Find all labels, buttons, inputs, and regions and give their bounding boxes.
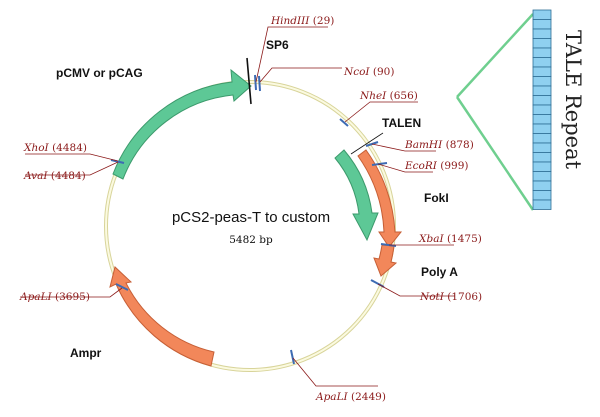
site-label-hindiii: HindIII (29) (270, 15, 334, 27)
tale-repeat-unit (532, 142, 552, 153)
tale-repeat-unit (532, 123, 552, 134)
site-label-avai: AvaI (4484) (23, 170, 86, 182)
tick-apali-l (115, 283, 129, 291)
ampr-arrow (109, 266, 215, 367)
polya-arrow (373, 244, 398, 277)
tick-ecori (371, 162, 388, 166)
tale-repeat-label: TALE Repeat (561, 30, 585, 170)
site-leaders (20, 26, 455, 387)
tale-repeat-unit (532, 47, 552, 58)
feature-label-foki: FokI (424, 191, 449, 205)
tale-repeat-unit (532, 85, 552, 96)
talen-arrow (334, 149, 379, 242)
tick-xhoi (110, 159, 125, 164)
tale-repeat-unit (532, 104, 552, 115)
tick-hindiii (254, 74, 257, 91)
tale-repeat-unit (532, 9, 552, 20)
tale-repeat-unit (532, 171, 552, 182)
site-label-xhoi: XhoI (4484) (23, 142, 87, 154)
feature-label-talen: TALEN (382, 116, 421, 130)
tale-repeat-unit (532, 161, 552, 172)
tick-ncoi (258, 75, 261, 92)
site-label-xbai: XbaI (1475) (418, 233, 482, 245)
tale-repeat-unit (532, 180, 552, 191)
site-label-apali-right: ApaLI (2449) (315, 391, 386, 403)
tale-repeat-unit (532, 133, 552, 144)
site-label-nhei: NheI (656) (359, 90, 418, 102)
tale-repeat-unit (532, 114, 552, 125)
tale-repeat-unit (532, 199, 552, 210)
feature-label-promoter: pCMV or pCAG (56, 66, 143, 80)
tale-repeat-unit (532, 152, 552, 163)
tale-repeat-unit (532, 57, 552, 68)
tick-nhei (339, 118, 349, 127)
tick-xbai (380, 243, 397, 247)
site-label-ecori: EcoRI (999) (404, 160, 469, 172)
site-label-bamhi: BamHI (878) (404, 139, 474, 151)
tale-repeat-unit (532, 28, 552, 39)
plasmid-name: pCS2-peas-T to custom (172, 209, 330, 226)
tale-repeat-unit (532, 19, 552, 30)
site-label-ncoi: NcoI (90) (343, 66, 394, 78)
site-label-noti: NotI (1706) (419, 291, 482, 303)
feature-label-sp6: SP6 (266, 38, 289, 52)
site-label-apali-left: ApaLI (3695) (19, 291, 90, 303)
foki-arrow (357, 149, 403, 248)
tick-apali-r (290, 349, 295, 365)
tale-repeat-unit (532, 76, 552, 87)
talen-leader (350, 132, 384, 155)
feature-label-ampr: Ampr (70, 346, 102, 360)
tale-repeat-unit (532, 95, 552, 106)
tale-repeat-unit (532, 38, 552, 49)
tale-repeat-unit (532, 66, 552, 77)
tale-repeat-unit (532, 190, 552, 201)
site-ticks (110, 74, 397, 365)
tale-repeat-block (532, 9, 552, 210)
plasmid-size: 5482 bp (229, 234, 273, 246)
tale-connector (455, 13, 535, 211)
feature-label-polya: Poly A (421, 265, 458, 279)
sp6-marker (246, 57, 252, 105)
promoter-arrow (112, 68, 252, 180)
